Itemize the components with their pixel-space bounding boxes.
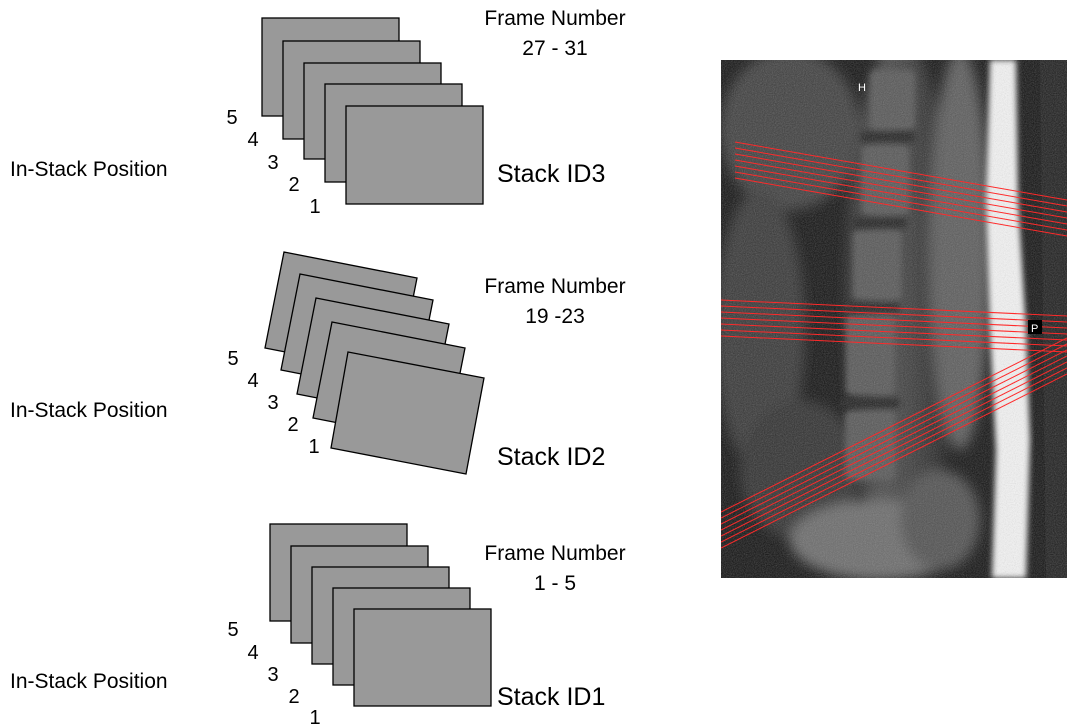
- in-stack-position-number: 3: [267, 152, 278, 174]
- frame-1: [353, 608, 492, 707]
- stack-group-id1: Frame Number 1 - 5 5 4 3 2 1 In-Stack Po…: [10, 523, 626, 727]
- in-stack-position-number: 5: [227, 348, 238, 370]
- stack-id-label: Stack ID2: [497, 443, 605, 471]
- frame-1: [330, 351, 485, 475]
- in-stack-position-number: 5: [226, 107, 237, 129]
- frame-number-title: Frame Number: [484, 542, 625, 565]
- frame-1: [345, 105, 484, 205]
- in-stack-position-number: 2: [287, 414, 298, 436]
- in-stack-position-label: In-Stack Position: [10, 158, 168, 181]
- in-stack-position-number: 4: [247, 129, 258, 151]
- in-stack-position-number: 2: [288, 686, 299, 708]
- stack-group-id3: Frame Number 27 - 31 5 4 3 2 1 In-Stack …: [10, 7, 626, 218]
- in-stack-position-number: 2: [288, 174, 299, 196]
- stack-id-label: Stack ID1: [497, 683, 605, 711]
- frame-number-range: 1 - 5: [534, 572, 576, 595]
- in-stack-position-number: 4: [247, 642, 258, 664]
- stack-group-id2: Frame Number 19 -23 5 4 3 2 1 In-Stack P…: [10, 251, 626, 475]
- in-stack-position-number: 5: [227, 619, 238, 641]
- slice-lines: [721, 141, 1067, 549]
- in-stack-position-number: 3: [267, 664, 278, 686]
- frame-number-range: 19 -23: [525, 305, 585, 328]
- in-stack-position-label: In-Stack Position: [10, 399, 168, 422]
- frame-number-title: Frame Number: [484, 7, 625, 30]
- in-stack-position-number: 1: [309, 707, 320, 727]
- in-stack-position-number: 3: [267, 392, 278, 414]
- stack-id-label: Stack ID3: [497, 160, 605, 188]
- mri-sagittal-image: H P: [721, 60, 1067, 578]
- mri-orientation-right: P: [1031, 323, 1038, 335]
- in-stack-position-number: 4: [247, 370, 258, 392]
- frame-number-title: Frame Number: [484, 275, 625, 298]
- in-stack-position-label: In-Stack Position: [10, 670, 168, 693]
- in-stack-position-number: 1: [309, 196, 320, 218]
- mri-orientation-top: H: [858, 82, 866, 94]
- frame-number-range: 27 - 31: [522, 37, 587, 60]
- in-stack-position-number: 1: [308, 436, 319, 458]
